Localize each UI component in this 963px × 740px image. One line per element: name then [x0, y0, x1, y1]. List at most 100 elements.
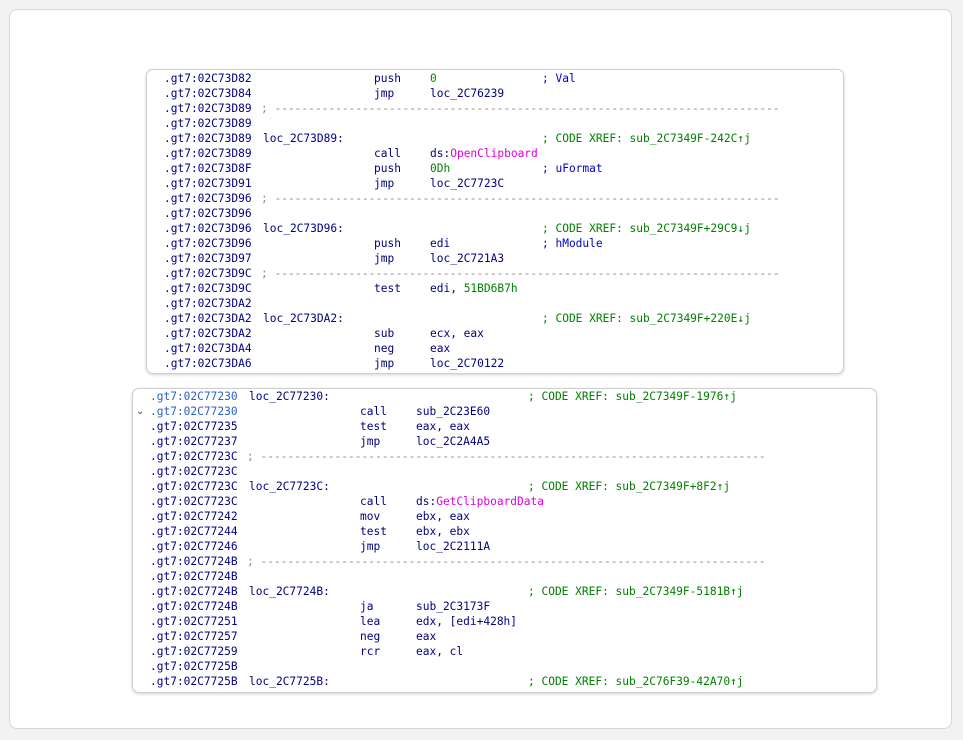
- address[interactable]: .gt7:02C73D91: [164, 177, 252, 190]
- address[interactable]: .gt7:02C77246: [150, 540, 238, 553]
- operand[interactable]: 0Dh: [430, 161, 450, 176]
- address[interactable]: .gt7:02C73D89: [164, 117, 252, 130]
- address[interactable]: .gt7:02C77230: [150, 390, 238, 403]
- operand[interactable]: sub_2C23E60: [416, 404, 490, 419]
- address[interactable]: .gt7:02C73D8F: [164, 162, 252, 175]
- operand[interactable]: loc_2C2A4A5: [416, 434, 490, 449]
- address[interactable]: .gt7:02C77242: [150, 510, 238, 523]
- mnemonic[interactable]: jmp: [360, 540, 381, 553]
- mnemonic[interactable]: push: [374, 237, 401, 250]
- operand[interactable]: edx, [edi+428h]: [416, 614, 517, 629]
- address[interactable]: .gt7:02C73D89: [164, 102, 252, 115]
- address[interactable]: .gt7:02C73DA6: [164, 357, 252, 370]
- address[interactable]: .gt7:02C77230: [150, 405, 238, 418]
- operand[interactable]: loc_2C76239: [430, 86, 504, 101]
- code-block-2[interactable]: .gt7:02C77230 loc_2C77230: ; CODE XREF: su…: [132, 388, 877, 693]
- mnemonic[interactable]: test: [360, 525, 387, 538]
- operand[interactable]: eax, cl: [416, 644, 463, 659]
- mnemonic[interactable]: push: [374, 162, 401, 175]
- address[interactable]: .gt7:02C73DA2: [164, 327, 252, 340]
- operand[interactable]: loc_2C2111A: [416, 539, 490, 554]
- code-label[interactable]: loc_2C77230:: [249, 390, 330, 403]
- address[interactable]: .gt7:02C73D89: [164, 132, 252, 145]
- address[interactable]: .gt7:02C7725B: [150, 675, 238, 688]
- address[interactable]: .gt7:02C77235: [150, 420, 238, 433]
- mnemonic[interactable]: jmp: [374, 87, 395, 100]
- mnemonic[interactable]: sub: [374, 327, 395, 340]
- address[interactable]: .gt7:02C7723C: [150, 480, 238, 493]
- mnemonic[interactable]: test: [360, 420, 387, 433]
- address[interactable]: .gt7:02C7724B: [150, 555, 238, 568]
- operand[interactable]: ebx, eax: [416, 509, 470, 524]
- address[interactable]: .gt7:02C73D96: [164, 222, 252, 235]
- code-label[interactable]: loc_2C7725B:: [249, 675, 330, 688]
- address[interactable]: .gt7:02C73D97: [164, 252, 252, 265]
- operand[interactable]: eax: [416, 629, 436, 644]
- address[interactable]: .gt7:02C7723C: [150, 465, 238, 478]
- operand[interactable]: eax: [430, 341, 450, 356]
- address[interactable]: .gt7:02C73DA2: [164, 312, 252, 325]
- mnemonic[interactable]: push: [374, 72, 401, 85]
- chevron-down-icon[interactable]: ⌄: [136, 406, 145, 417]
- address[interactable]: .gt7:02C77237: [150, 435, 238, 448]
- code-label[interactable]: loc_2C73D89:: [263, 132, 344, 145]
- operand[interactable]: edi, 51BD6B7h: [430, 281, 518, 296]
- address[interactable]: .gt7:02C7725B: [150, 660, 238, 673]
- address[interactable]: .gt7:02C73D9C: [164, 282, 252, 295]
- mnemonic[interactable]: test: [374, 282, 401, 295]
- code-label[interactable]: loc_2C7723C:: [249, 480, 330, 493]
- xref-comment[interactable]: ; CODE XREF: sub_2C7349F-242C↑j: [542, 132, 751, 145]
- code-label[interactable]: loc_2C73DA2:: [263, 312, 344, 325]
- address[interactable]: .gt7:02C73D96: [164, 192, 252, 205]
- operand[interactable]: ecx, eax: [430, 326, 484, 341]
- address[interactable]: .gt7:02C7723C: [150, 450, 238, 463]
- operand[interactable]: sub_2C3173F: [416, 599, 490, 614]
- mnemonic[interactable]: neg: [374, 342, 395, 355]
- xref-comment[interactable]: ; CODE XREF: sub_2C7349F+220E↓j: [542, 312, 751, 325]
- address[interactable]: .gt7:02C73D9C: [164, 267, 252, 280]
- address[interactable]: .gt7:02C73DA4: [164, 342, 252, 355]
- operand[interactable]: eax, eax: [416, 419, 470, 434]
- address[interactable]: .gt7:02C7723C: [150, 495, 238, 508]
- address[interactable]: .gt7:02C77251: [150, 615, 238, 628]
- operand[interactable]: loc_2C70122: [430, 356, 504, 371]
- code-label[interactable]: loc_2C73D96:: [263, 222, 344, 235]
- mnemonic[interactable]: mov: [360, 510, 381, 523]
- address[interactable]: .gt7:02C73D96: [164, 207, 252, 220]
- mnemonic[interactable]: neg: [360, 630, 381, 643]
- mnemonic[interactable]: call: [374, 147, 401, 160]
- mnemonic[interactable]: call: [360, 405, 387, 418]
- address[interactable]: .gt7:02C73D89: [164, 147, 252, 160]
- address[interactable]: .gt7:02C7724B: [150, 585, 238, 598]
- address[interactable]: .gt7:02C73D84: [164, 87, 252, 100]
- xref-comment[interactable]: ; CODE XREF: sub_2C7349F+29C9↓j: [542, 222, 751, 235]
- xref-comment[interactable]: ; CODE XREF: sub_2C76F39-42A70↑j: [528, 675, 744, 688]
- mnemonic[interactable]: lea: [360, 615, 381, 628]
- xref-comment[interactable]: ; CODE XREF: sub_2C7349F-5181B↑j: [528, 585, 744, 598]
- operand[interactable]: ds:GetClipboardData: [416, 494, 544, 509]
- operand[interactable]: ebx, ebx: [416, 524, 470, 539]
- address[interactable]: .gt7:02C73D96: [164, 237, 252, 250]
- mnemonic[interactable]: ja: [360, 600, 374, 613]
- operand[interactable]: loc_2C721A3: [430, 251, 504, 266]
- import-name[interactable]: OpenClipboard: [450, 147, 538, 160]
- mnemonic[interactable]: call: [360, 495, 387, 508]
- mnemonic[interactable]: jmp: [374, 357, 395, 370]
- mnemonic[interactable]: jmp: [374, 177, 395, 190]
- address[interactable]: .gt7:02C77259: [150, 645, 238, 658]
- xref-comment[interactable]: ; CODE XREF: sub_2C7349F+8F2↑j: [528, 480, 731, 493]
- address[interactable]: .gt7:02C73D82: [164, 72, 252, 85]
- address[interactable]: .gt7:02C7724B: [150, 600, 238, 613]
- mnemonic[interactable]: jmp: [374, 252, 395, 265]
- operand[interactable]: 0: [430, 71, 437, 86]
- code-label[interactable]: loc_2C7724B:: [249, 585, 330, 598]
- operand[interactable]: ds:OpenClipboard: [430, 146, 538, 161]
- xref-comment[interactable]: ; CODE XREF: sub_2C7349F-1976↑j: [528, 390, 737, 403]
- import-name[interactable]: GetClipboardData: [436, 495, 544, 508]
- address[interactable]: .gt7:02C7724B: [150, 570, 238, 583]
- mnemonic[interactable]: jmp: [360, 435, 381, 448]
- operand[interactable]: loc_2C7723C: [430, 176, 504, 191]
- address[interactable]: .gt7:02C77257: [150, 630, 238, 643]
- mnemonic[interactable]: rcr: [360, 645, 381, 658]
